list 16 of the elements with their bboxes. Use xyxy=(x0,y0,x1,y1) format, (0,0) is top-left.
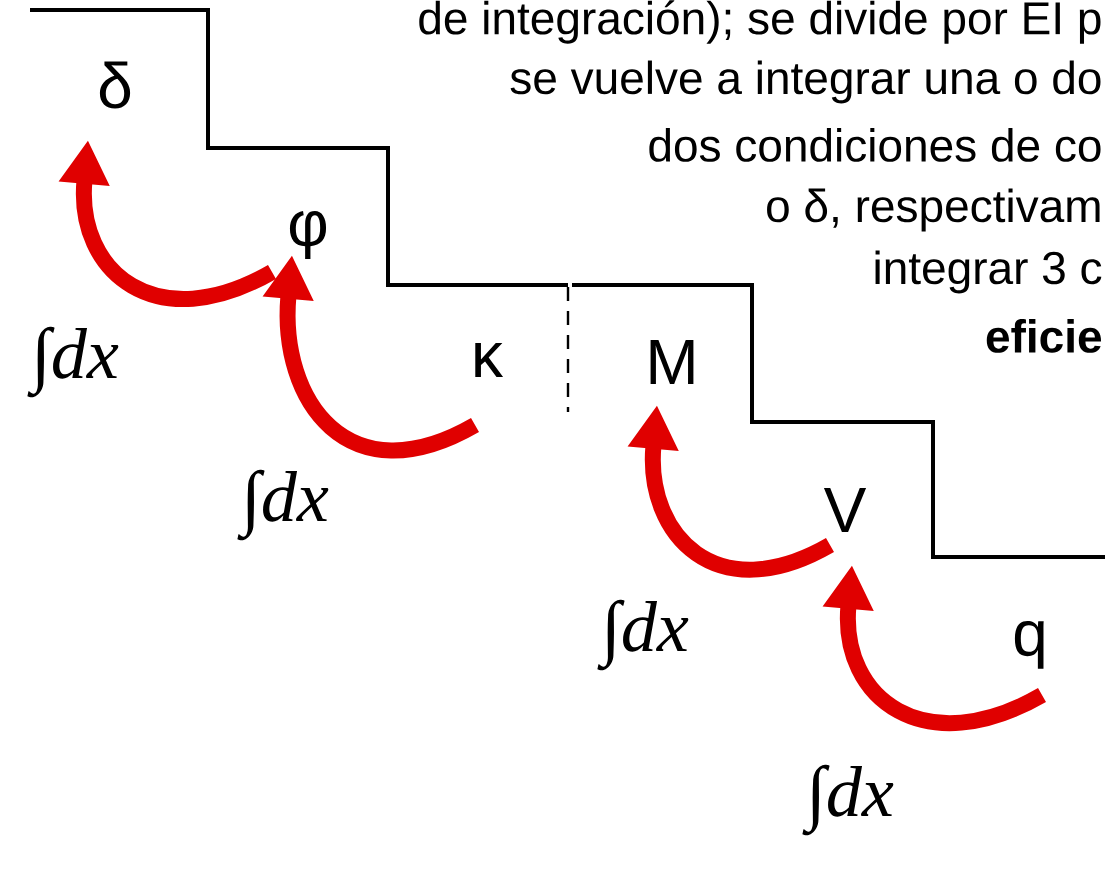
variable-label: V xyxy=(823,488,867,532)
variable-label: q xyxy=(1014,621,1044,669)
text-line: eficie xyxy=(986,319,1102,353)
edge-label: ∫dx xyxy=(597,599,689,671)
edge-label: ∫dx xyxy=(802,764,894,836)
text-line: integrar 3 c xyxy=(875,250,1102,294)
edge-label: ∫dx xyxy=(237,469,329,541)
edge-label: ∫dx xyxy=(27,326,119,398)
text-line: o δ, respectivam xyxy=(767,188,1100,232)
text-line: dos condiciones de co xyxy=(649,128,1101,162)
variable-label: κ xyxy=(475,343,504,377)
variable-label: δ xyxy=(99,61,131,109)
text-line: de integración); se divide por EI p xyxy=(419,0,1101,44)
text-line: se vuelve a integrar una o do xyxy=(510,60,1101,104)
variable-label: φ xyxy=(289,211,327,259)
variable-label: M xyxy=(650,340,694,384)
